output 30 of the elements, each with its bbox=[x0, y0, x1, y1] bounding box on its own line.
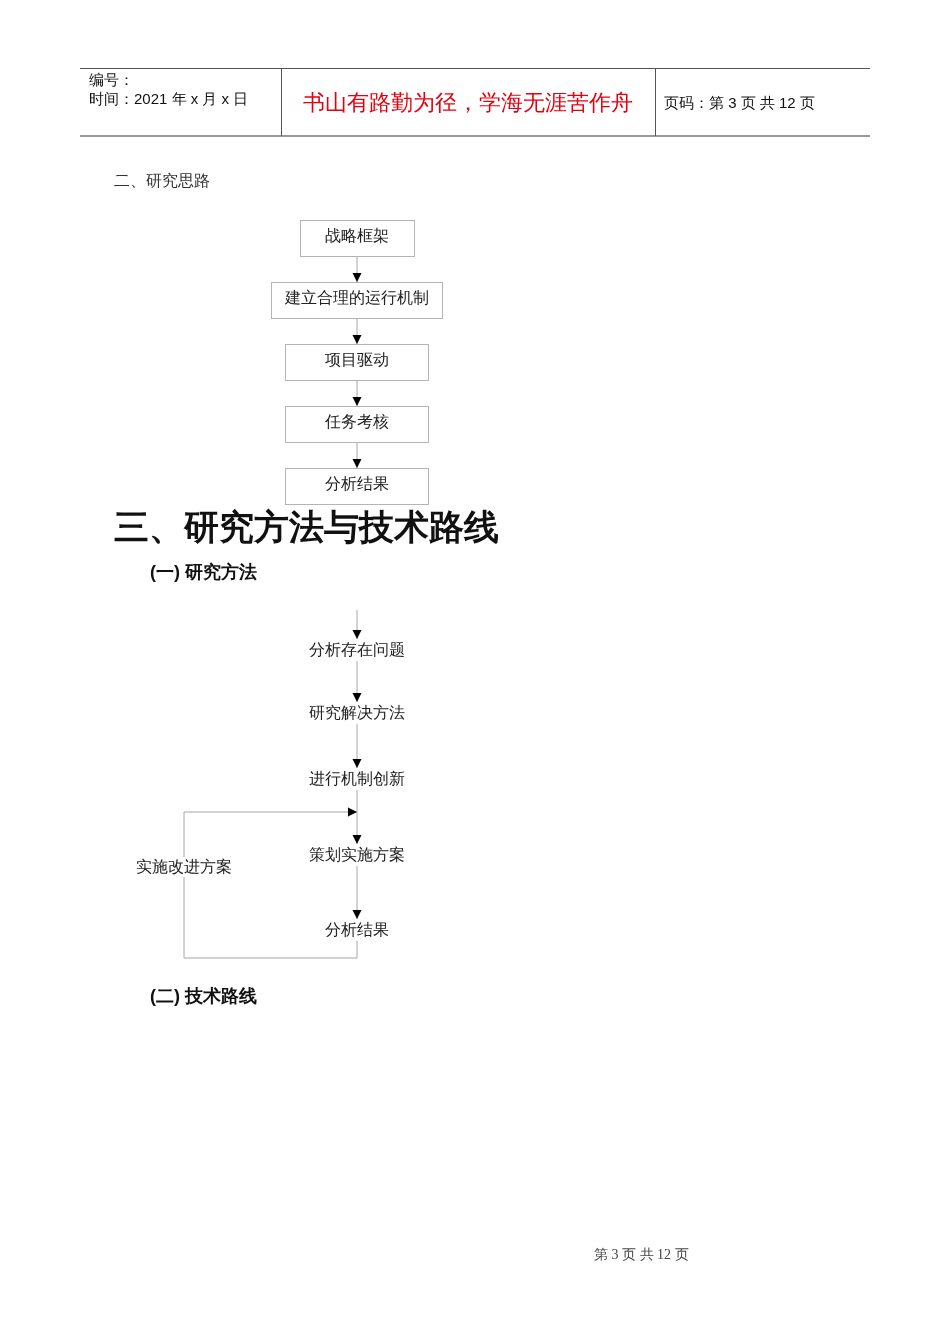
arrow bbox=[352, 789, 362, 845]
section-heading: 二、研究思路 bbox=[114, 171, 210, 191]
page-footer-text: 第 3 页 共 12 页 bbox=[594, 1247, 689, 1264]
subsection-heading: (一) 研究方法 bbox=[150, 562, 257, 584]
step-text: 分析存在问题 bbox=[309, 639, 405, 661]
step-text: 分析结果 bbox=[325, 919, 389, 941]
arrow bbox=[352, 660, 362, 703]
motto-text: 书山有路勤为径，学海无涯苦作舟 bbox=[303, 90, 633, 117]
arrow bbox=[183, 807, 358, 959]
section-heading: 三、研究方法与技术路线 bbox=[114, 506, 499, 548]
arrow bbox=[352, 380, 362, 407]
date-text: 时间：2021 年 x 月 x 日 bbox=[89, 90, 249, 108]
arrow bbox=[352, 865, 362, 920]
arrow bbox=[352, 442, 362, 469]
arrow bbox=[352, 318, 362, 345]
arrow bbox=[352, 723, 362, 769]
process-box: 任务考核 bbox=[285, 406, 429, 443]
step-text: 策划实施方案 bbox=[309, 844, 405, 866]
edge-label: 实施改进方案 bbox=[135, 857, 233, 877]
process-box: 项目驱动 bbox=[285, 344, 429, 381]
process-box: 战略框架 bbox=[299, 220, 415, 257]
page-count-text: 页码：第 3 页 共 12 页 bbox=[664, 94, 815, 112]
step-text: 进行机制创新 bbox=[309, 768, 405, 790]
arrow bbox=[352, 609, 362, 640]
serial-number-label: 编号： bbox=[89, 71, 134, 89]
arrow bbox=[352, 256, 362, 283]
process-box: 分析结果 bbox=[285, 468, 429, 505]
process-box: 建立合理的运行机制 bbox=[271, 282, 443, 319]
step-text: 研究解决方法 bbox=[309, 702, 405, 724]
subsection-heading: (二) 技术路线 bbox=[150, 986, 257, 1008]
